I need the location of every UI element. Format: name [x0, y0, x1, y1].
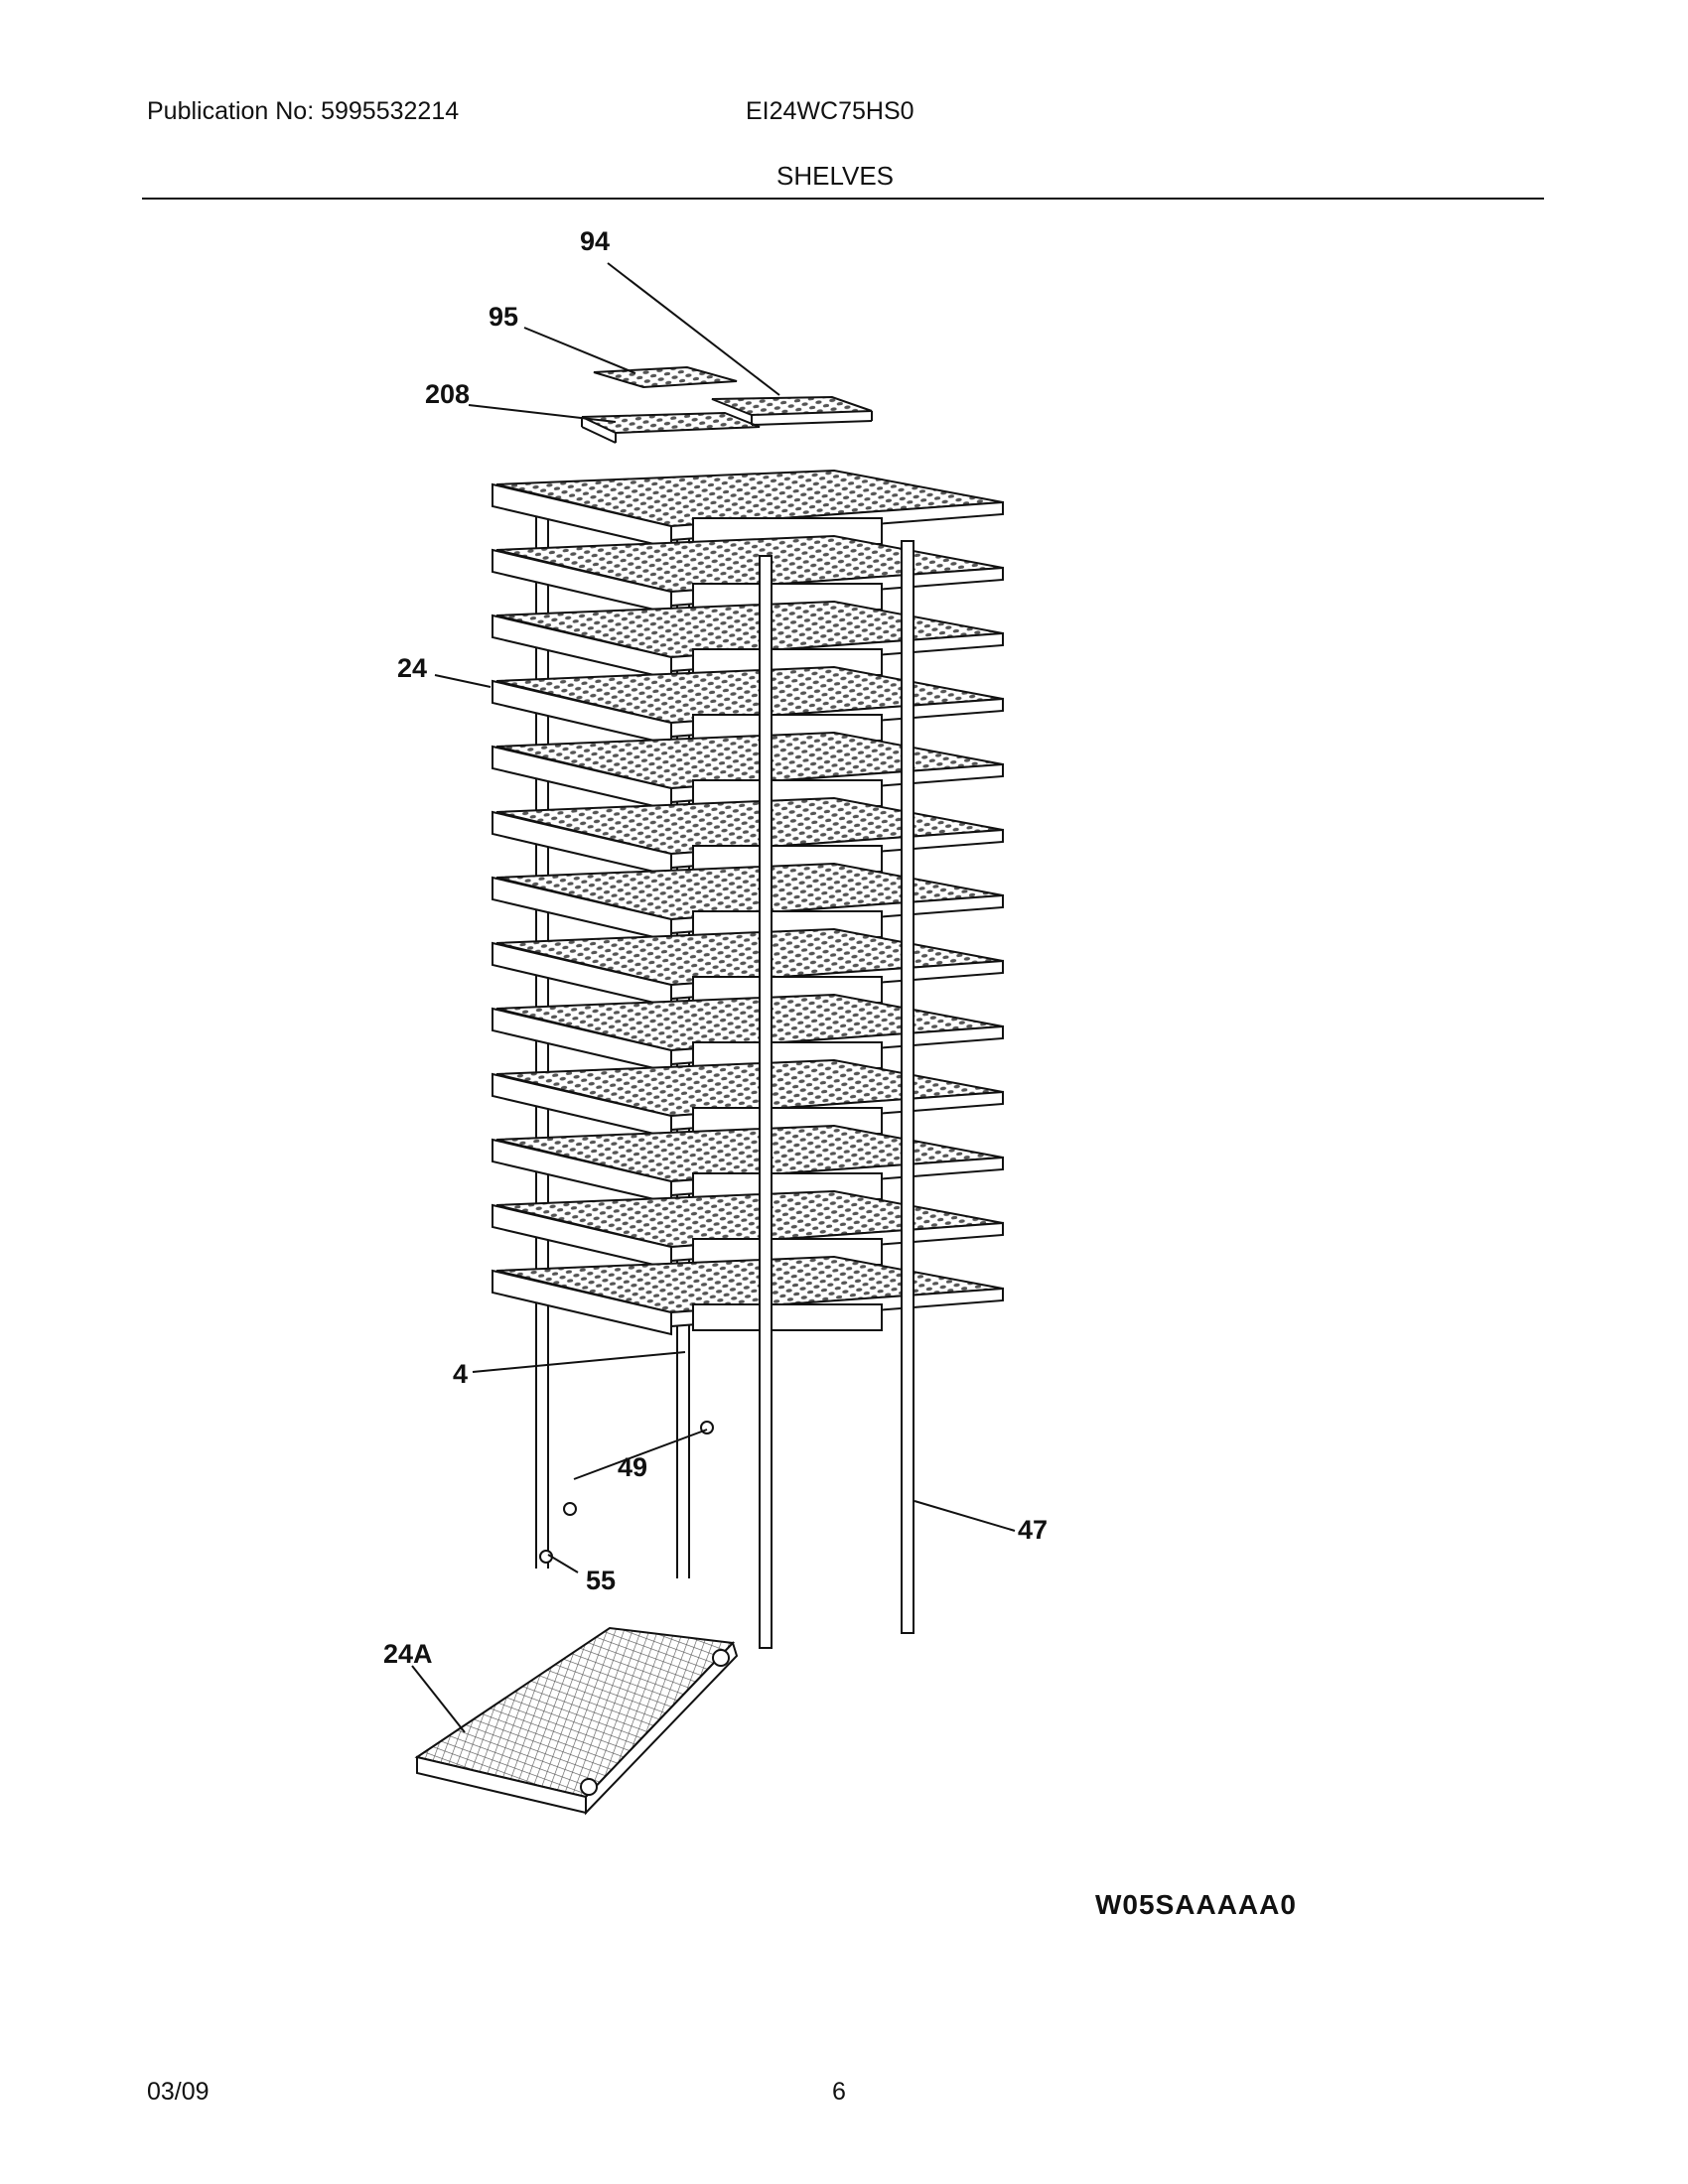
- callout-24: 24: [397, 653, 427, 683]
- section-title: SHELVES: [776, 161, 895, 191]
- callout-24a: 24A: [383, 1639, 433, 1669]
- shelf-stack: [492, 469, 1004, 1336]
- standard-rails: [759, 540, 914, 1649]
- shelf: [492, 927, 1004, 1009]
- callout-55: 55: [586, 1566, 616, 1595]
- shelf: [492, 993, 1004, 1074]
- callout-4: 4: [453, 1359, 468, 1389]
- part-208-piece: [581, 411, 761, 435]
- shelf: [492, 600, 1004, 681]
- shelf: [492, 1189, 1004, 1271]
- header-divider: [142, 198, 1544, 200]
- top-parts-group: [581, 365, 873, 444]
- shelf: [492, 731, 1004, 812]
- shelf-24a: [414, 1626, 739, 1816]
- page-number: 6: [832, 2078, 846, 2106]
- shelf: [492, 862, 1004, 943]
- shelf: [492, 534, 1004, 615]
- part-94-piece: [711, 395, 873, 417]
- callout-95: 95: [489, 302, 518, 332]
- callout-94: 94: [580, 226, 610, 256]
- shelf: [492, 1255, 1004, 1336]
- callout-49: 49: [618, 1452, 647, 1482]
- shelf: [492, 796, 1004, 878]
- model-number: EI24WC75HS0: [746, 97, 914, 125]
- shelf: [492, 469, 1004, 550]
- footer-date: 03/09: [147, 2078, 210, 2106]
- part-95-piece: [593, 365, 738, 389]
- shelf: [492, 1124, 1004, 1205]
- lower-hardware: [539, 1421, 714, 1564]
- callout-47: 47: [1018, 1515, 1048, 1545]
- callout-208: 208: [425, 379, 470, 409]
- shelf: [492, 665, 1004, 747]
- leader-lines: [411, 262, 1016, 1733]
- diagram-code: W05SAAAAA0: [1095, 1889, 1297, 1920]
- publication-number: Publication No: 5995532214: [147, 97, 460, 125]
- shelf: [492, 1058, 1004, 1140]
